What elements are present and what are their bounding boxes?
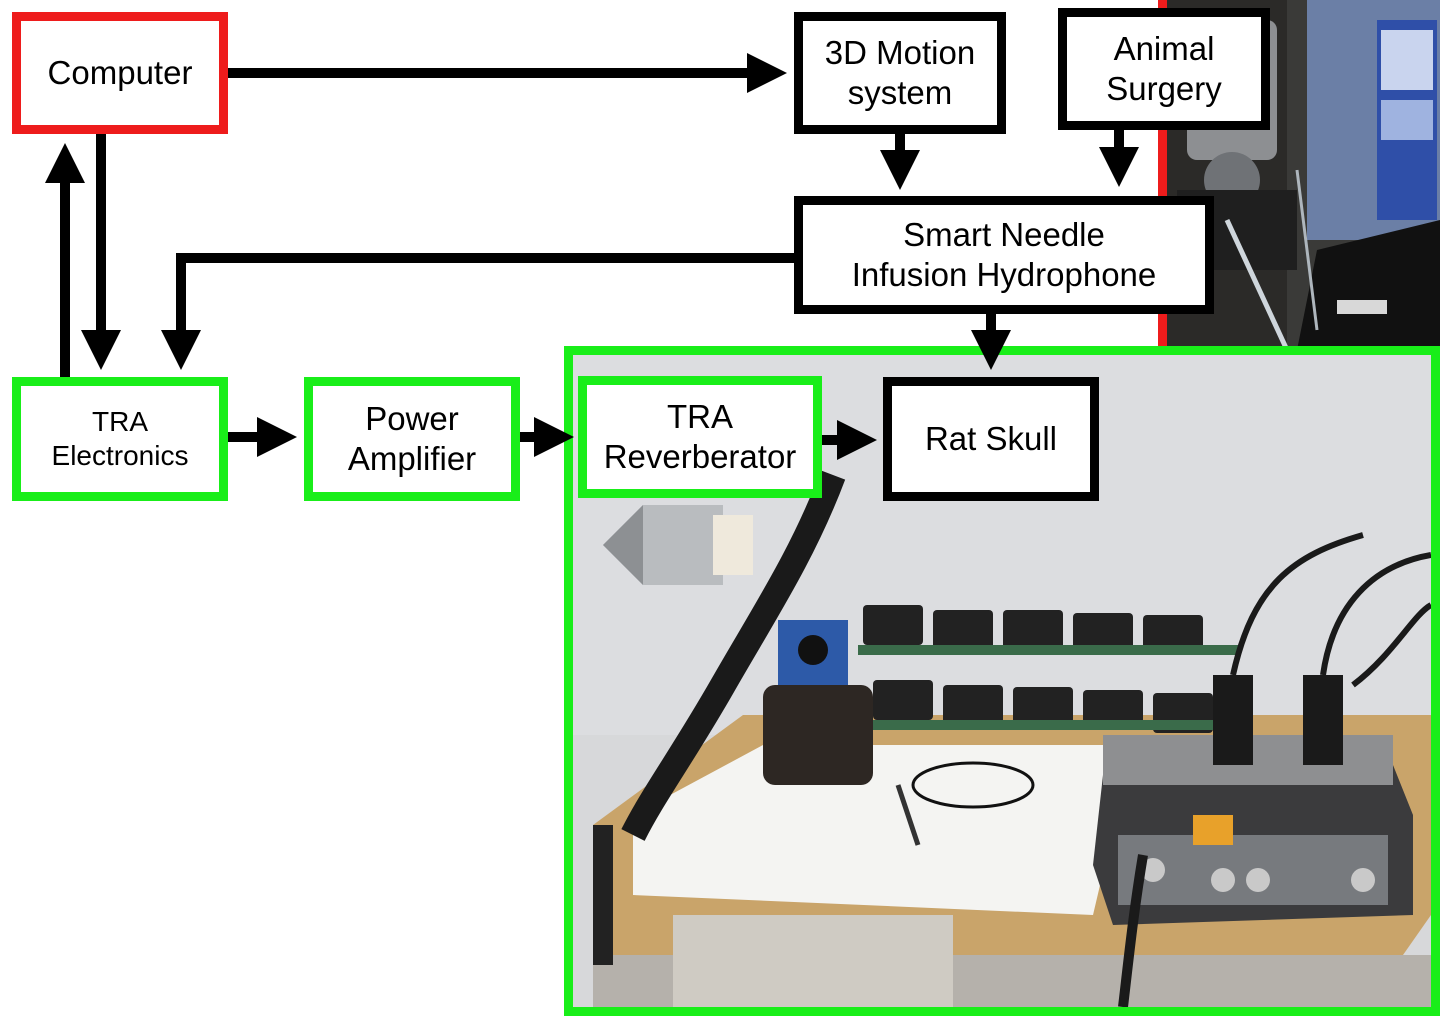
rat-skull-label: Rat Skull bbox=[924, 420, 1058, 458]
smart-needle-box: Smart Needle Infusion Hydrophone bbox=[794, 196, 1214, 314]
tra-setup-photo bbox=[564, 346, 1440, 1016]
animal-surgery-label: Animal Surgery bbox=[1106, 30, 1222, 107]
motion-system-label: 3D Motion system bbox=[824, 34, 976, 111]
animal-surgery-box: Animal Surgery bbox=[1058, 8, 1270, 130]
tra-reverberator-label: TRA Reverberator bbox=[603, 398, 797, 475]
tra-reverberator-box: TRA Reverberator bbox=[578, 376, 822, 498]
smart-needle-label: Smart Needle Infusion Hydrophone bbox=[851, 216, 1157, 293]
computer-box: Computer bbox=[12, 12, 228, 134]
rat-skull-box: Rat Skull bbox=[883, 377, 1099, 501]
tra-electronics-label: TRA Electronics bbox=[51, 406, 189, 471]
computer-label: Computer bbox=[47, 54, 193, 92]
tra-electronics-box: TRA Electronics bbox=[12, 377, 228, 501]
arrow-needle-to-electronics bbox=[161, 253, 796, 370]
motion-system-box: 3D Motion system bbox=[794, 12, 1006, 134]
power-amplifier-box: Power Amplifier bbox=[304, 377, 520, 501]
power-amplifier-label: Power Amplifier bbox=[347, 400, 477, 477]
